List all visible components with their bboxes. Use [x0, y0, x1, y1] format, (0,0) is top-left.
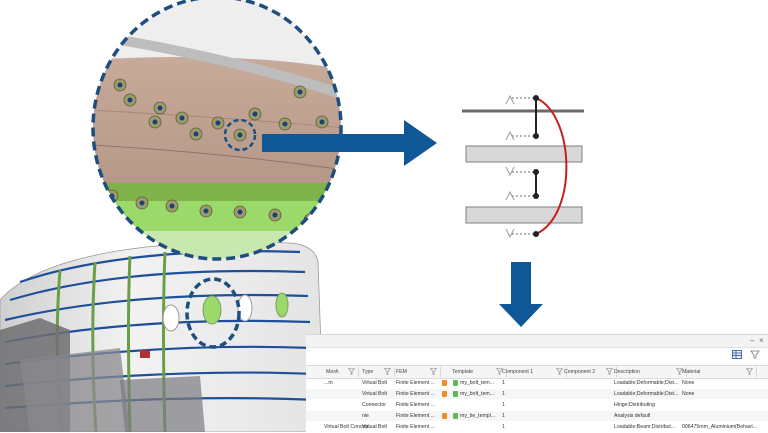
material-color-swatch [442, 413, 447, 419]
cell-template: my_bolt_tem... [460, 380, 495, 386]
cell-component1: 1 [502, 402, 505, 408]
column-header-fem[interactable]: FEM [396, 369, 407, 375]
column-separator[interactable] [686, 367, 687, 377]
filter-icon[interactable] [556, 368, 563, 375]
cell-fem: Finite Element ... [396, 413, 435, 419]
cell-material: None [682, 391, 695, 397]
cell-component1: 1 [502, 380, 505, 386]
template-icon [453, 413, 458, 419]
table-row[interactable]: Virtual Bolt Finite Element ... my_bolt_te… [306, 389, 768, 399]
minimize-icon[interactable]: – [750, 336, 755, 345]
table-row[interactable]: Virtual Bolt Concep...Virtual Bolt Finite… [306, 422, 768, 432]
panel-title-bar: – × [306, 335, 768, 348]
material-color-swatch [442, 391, 447, 397]
column-separator[interactable] [756, 367, 757, 377]
table-row[interactable]: ...m Virtual Bolt Finite Element ... my_bol… [306, 378, 768, 388]
cell-component1: 1 [502, 391, 505, 397]
cell-description: Loadable;Deformable;Dist... [614, 380, 679, 386]
column-header-material[interactable]: Material [682, 369, 701, 375]
filter-icon[interactable] [606, 368, 613, 375]
cell-type: Virtual Bolt [362, 380, 387, 386]
table-row[interactable]: nie Finite Element ... my_tie_templ... 1 Ana… [306, 411, 768, 421]
filter-icon[interactable] [746, 368, 753, 375]
column-separator[interactable] [394, 367, 395, 377]
cell-type: nie [362, 413, 369, 419]
cell-fem: Finite Element ... [396, 391, 435, 397]
filter-icon[interactable] [430, 368, 437, 375]
close-icon[interactable]: × [759, 336, 764, 345]
column-header-component1[interactable]: Component 1 [502, 369, 534, 375]
cell-fem: Finite Element ... [396, 380, 435, 386]
table-view-icon[interactable] [732, 350, 742, 359]
cell-description: Loadable;Beam;Distribut... [614, 424, 676, 430]
material-color-swatch [442, 380, 447, 386]
filter-icon[interactable] [750, 350, 760, 359]
connections-table-panel: – × Mesh Type FEM Template Component 1 Compon… [306, 334, 768, 433]
cell-fem: Finite Element ... [396, 424, 435, 430]
table-row[interactable]: Connector Finite Element ... 1 Hinge;Distri… [306, 400, 768, 410]
cell-type: Connector [362, 402, 386, 408]
right-arrow [262, 120, 437, 166]
cell-template: my_bolt_tem... [460, 391, 495, 397]
cell-description: Loadable;Deformable;Dist... [614, 391, 679, 397]
cell-description: Hinge;Distributing [614, 402, 655, 408]
template-icon [453, 380, 458, 386]
column-separator[interactable] [566, 367, 567, 377]
cell-component1: 1 [502, 424, 505, 430]
column-header-mesh[interactable]: Mesh [326, 369, 339, 375]
down-arrow [499, 262, 543, 327]
cell-mesh: ...m [324, 380, 333, 386]
panel-toolbar [306, 348, 768, 362]
cell-component1: 1 [502, 413, 505, 419]
column-separator[interactable] [440, 367, 441, 377]
template-icon [453, 391, 458, 397]
column-header-template[interactable]: Template [452, 369, 474, 375]
filter-icon[interactable] [348, 368, 355, 375]
column-separator[interactable] [616, 367, 617, 377]
column-separator[interactable] [358, 367, 359, 377]
column-header-description[interactable]: Description [614, 369, 640, 375]
cell-type: Virtual Bolt [362, 391, 387, 397]
column-header-component2[interactable]: Component 2 [564, 369, 596, 375]
table-header: Mesh Type FEM Template Component 1 Component … [306, 365, 768, 379]
cell-type: Virtual Bolt [362, 424, 387, 430]
cell-fem: Finite Element ... [396, 402, 435, 408]
column-separator[interactable] [506, 367, 507, 377]
cell-template: my_tie_templ... [460, 413, 496, 419]
filter-icon[interactable] [496, 368, 503, 375]
filter-icon[interactable] [384, 368, 391, 375]
cell-material: 006475mm_Aluminium(Behavi... [682, 424, 757, 430]
cell-description: Analysis default [614, 413, 651, 419]
filter-icon[interactable] [676, 368, 683, 375]
column-header-type[interactable]: Type [362, 369, 374, 375]
cell-mesh: Virtual Bolt Concep... [324, 424, 373, 430]
cell-material: None [682, 380, 695, 386]
fuselage-model [0, 241, 325, 432]
bolt-schematic [462, 94, 584, 239]
